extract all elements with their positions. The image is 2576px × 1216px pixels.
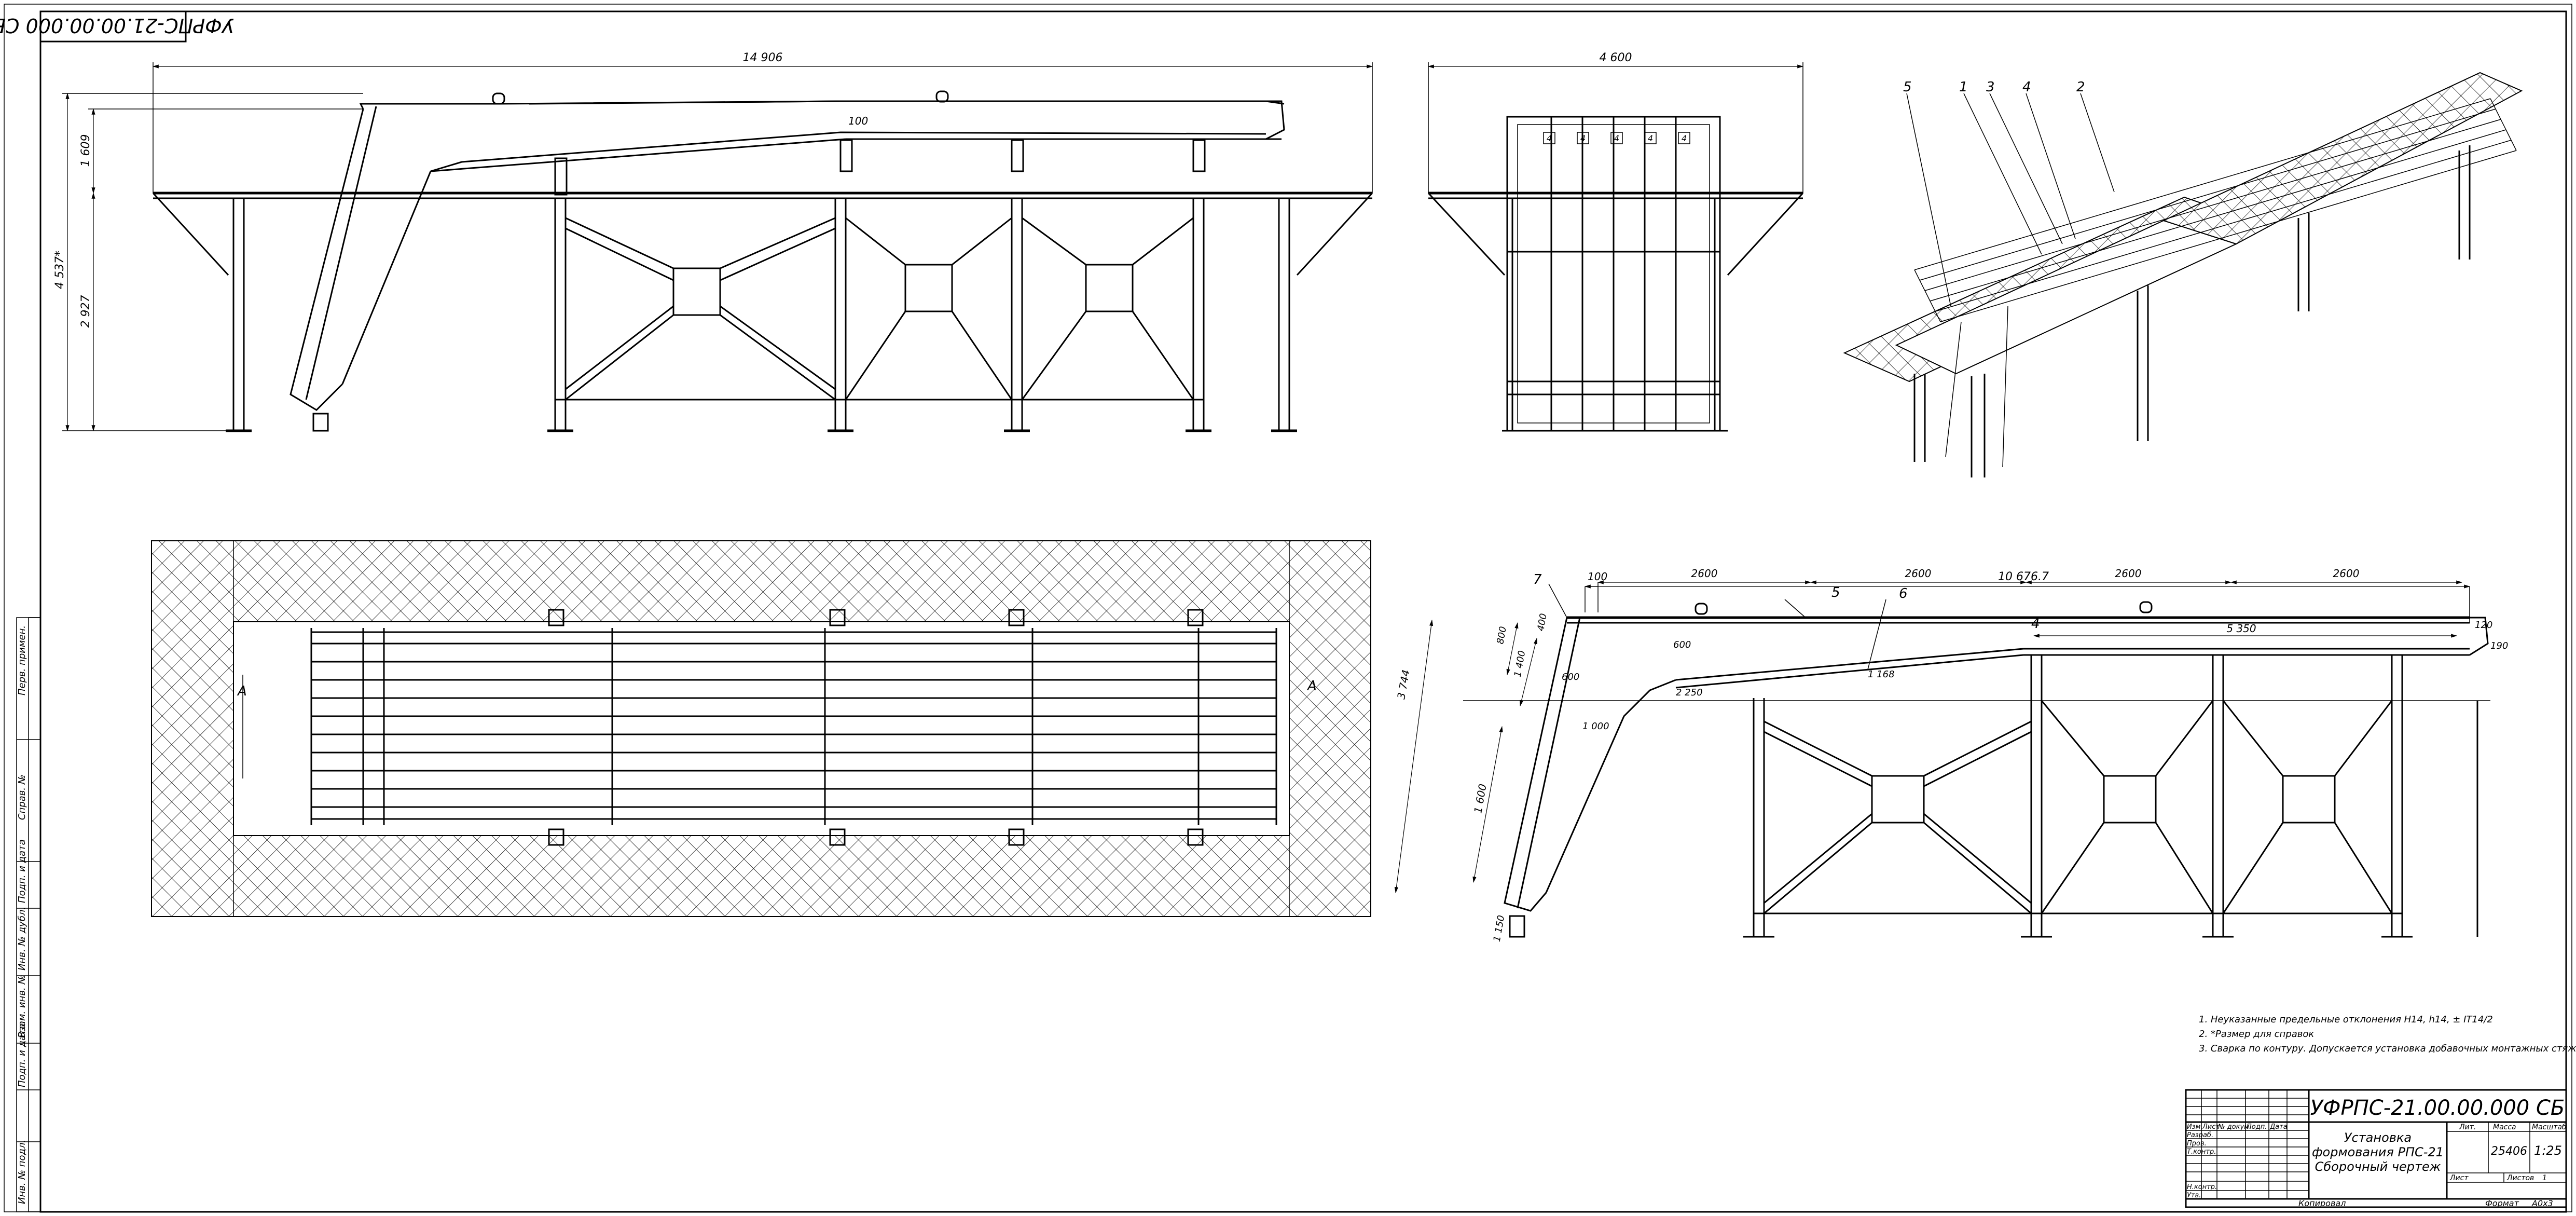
detail-dim-120: 120: [2475, 620, 2492, 631]
title-designation: УФРПС-21.00.00.000 СБ: [2310, 1096, 2565, 1120]
corner-code: УФРПС-21.00.00.000 СБ: [0, 14, 234, 37]
scale-header: Масштаб: [2532, 1123, 2567, 1131]
plan-view: А А: [151, 540, 1371, 917]
detail-dim-600a: 600: [1562, 672, 1579, 682]
detail-dim-1400: 1 400: [1512, 650, 1528, 678]
front-dim-small: 100: [848, 115, 868, 127]
strip-label-2: Справ. №: [17, 774, 27, 820]
iso-callout-3: 3: [1986, 79, 1995, 95]
side-tag-5: 4: [1682, 133, 1687, 143]
front-dim-base-height: 2 927: [79, 295, 92, 328]
mass-header: Масса: [2493, 1123, 2516, 1131]
rev-header-4: Подп.: [2247, 1123, 2267, 1131]
lit-header: Лит.: [2459, 1123, 2476, 1131]
notes: 1. Неуказанные предельные отклонения Н14…: [2199, 1014, 2576, 1054]
front-dim-upper: 1 609: [79, 134, 92, 167]
iso-callout-1: 1: [1959, 79, 1968, 95]
title-block: Изм. Лист № докум. Подп. Дата Разраб. Пр…: [2185, 1089, 2567, 1208]
side-tag-2: 4: [1580, 133, 1586, 143]
side-view: 4 600 4 4 4 4 4: [1427, 51, 1804, 432]
iso-view: 5 1 3 4 2: [1843, 72, 2523, 477]
iso-callout-5: 5: [1903, 79, 1912, 95]
title-name-2: формования РПС-21: [2312, 1145, 2444, 1159]
detail-dim-1600: 1 600: [1471, 783, 1489, 815]
plan-section-left: А: [237, 684, 247, 699]
front-dim-total: 14 906: [743, 51, 783, 64]
strip-label-5: Взам. инв. №: [17, 975, 27, 1038]
sheet-frame-inner: [39, 10, 2567, 1213]
detail-dim-190: 190: [2490, 640, 2508, 651]
role-5: Н.контр.: [2187, 1183, 2217, 1191]
rev-header-2: Лист: [2202, 1123, 2220, 1131]
sheet-label: Лист: [2449, 1174, 2469, 1182]
mass-value: 25406: [2491, 1145, 2527, 1158]
side-tags: 4 4 4 4 4: [1543, 132, 1690, 144]
scale-value: 1:25: [2534, 1143, 2562, 1158]
iso-callout-4: 4: [2022, 79, 2031, 95]
sheets-label: Листов: [2506, 1174, 2534, 1182]
strip-label-7: Инв. № подл.: [17, 1140, 27, 1204]
detail-view: 10 676.7 100 2600 2600 2600 2600 5 350: [1394, 567, 2508, 942]
strip-label-6: Подп. и дата: [17, 1023, 27, 1087]
note-2: 2. *Размер для справок: [2199, 1029, 2314, 1040]
detail-dim-800: 800: [1495, 625, 1509, 645]
detail-dim-seg-3: 2600: [2115, 567, 2142, 580]
role-1: Разраб.: [2187, 1131, 2213, 1139]
detail-dim-seg-1: 2600: [1691, 567, 1718, 580]
detail-callout-5: 5: [1831, 585, 1840, 600]
iso-callout-2: 2: [2076, 79, 2085, 95]
detail-dim-600b: 600: [1673, 639, 1691, 650]
title-name-3: Сборочный чертеж: [2315, 1159, 2441, 1174]
detail-dim-2250: 2 250: [1676, 687, 1703, 698]
side-dim-width: 4 600: [1600, 51, 1632, 64]
side-tag-1: 4: [1547, 133, 1552, 143]
front-dim-total-height: 4 537*: [53, 251, 66, 289]
detail-dim-3744: 3 744: [1395, 669, 1412, 701]
strip-label-4: Инв. № дубл.: [17, 907, 27, 971]
role-6: Утв.: [2187, 1192, 2201, 1199]
detail-dim-seg-2: 2600: [1905, 567, 1932, 580]
detail-dim-seg-4: 2600: [2333, 567, 2360, 580]
detail-dim-top-total: 10 676.7: [1998, 570, 2049, 583]
detail-dim-1000: 1 000: [1582, 721, 1609, 732]
note-1: 1. Неуказанные предельные отклонения Н14…: [2199, 1014, 2493, 1025]
detail-dim-1168: 1 168: [1868, 669, 1895, 680]
left-strip: Перв. примен. Справ. № Подп. и дата Инв.…: [16, 617, 41, 1212]
strip-label-1: Перв. примен.: [17, 625, 27, 695]
note-3: 3. Сварка по контуру. Допускается устано…: [2199, 1043, 2576, 1054]
sheets-value: 1: [2542, 1174, 2547, 1182]
front-view: 14 906 4 537* 2 927 1 609: [53, 51, 1373, 432]
detail-callout-6: 6: [1899, 586, 1908, 602]
side-tag-4: 4: [1648, 133, 1653, 143]
side-tag-3: 4: [1614, 133, 1619, 143]
detail-callout-4: 4: [2031, 616, 2040, 632]
detail-dim-400: 400: [1535, 612, 1549, 632]
plan-section-right: А: [1306, 678, 1317, 694]
format-value: А0x3: [2531, 1198, 2553, 1208]
role-2: Пров.: [2187, 1140, 2207, 1147]
copied-by: Копировал: [2298, 1198, 2346, 1208]
rev-header-5: Дата: [2269, 1123, 2288, 1131]
corner-code-box: УФРПС-21.00.00.000 СБ: [0, 10, 234, 43]
detail-dim-left-100: 100: [1588, 570, 1607, 583]
format-label: Формат: [2485, 1198, 2519, 1208]
rev-header-3: № докум.: [2217, 1123, 2251, 1131]
detail-callout-7: 7: [1533, 572, 1542, 587]
detail-dim-5350: 5 350: [2226, 622, 2256, 635]
title-name-1: Установка: [2344, 1130, 2412, 1145]
detail-dim-1150: 1 150: [1492, 914, 1507, 942]
strip-label-3: Подп. и дата: [17, 839, 27, 903]
rev-header-1: Изм.: [2187, 1123, 2203, 1131]
role-3: Т.контр.: [2187, 1148, 2216, 1156]
